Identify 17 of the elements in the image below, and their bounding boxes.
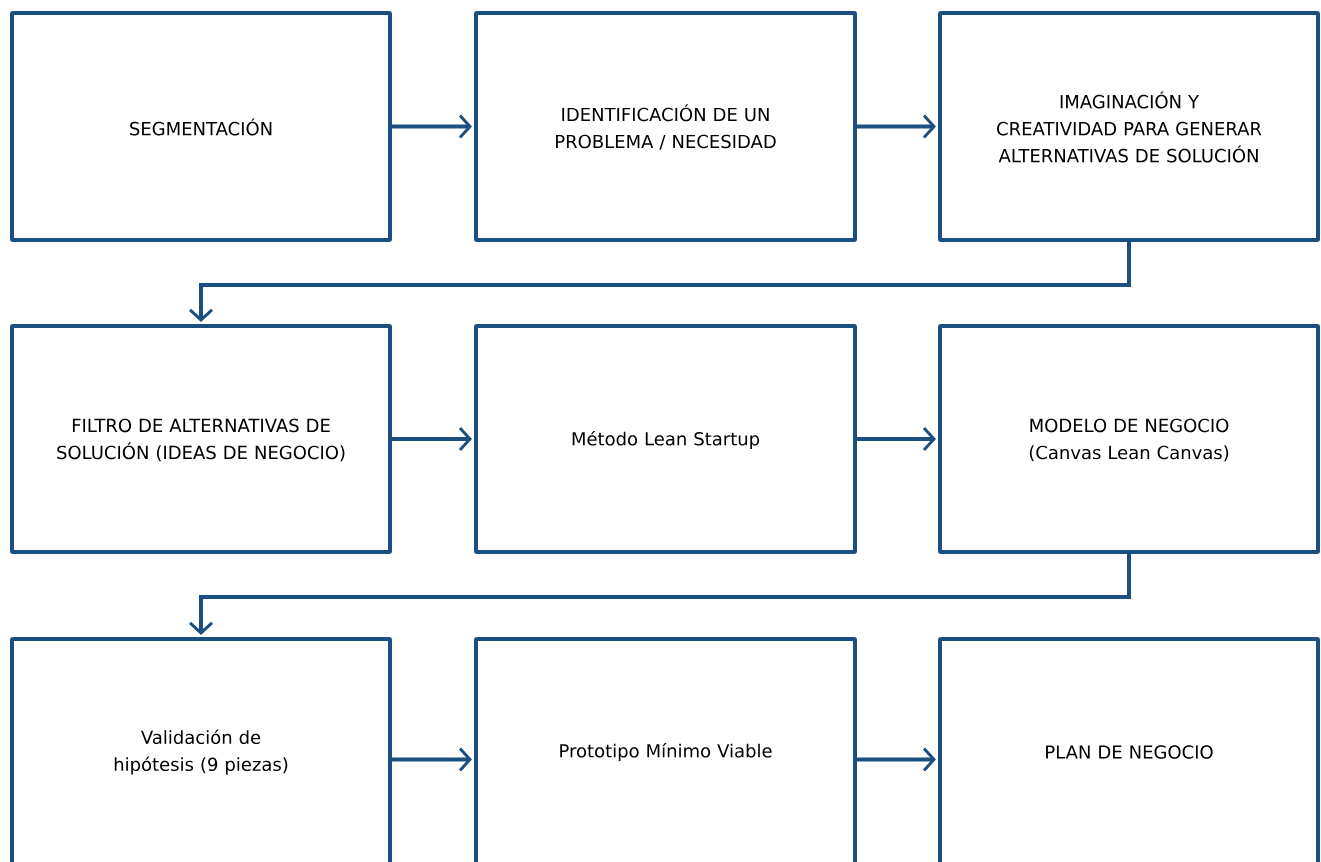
process-box: Método Lean Startup bbox=[474, 324, 857, 554]
process-box: IMAGINACIÓN Y CREATIVIDAD PARA GENERAR ALTERNATIVAS DE SOLUCIÓN bbox=[938, 11, 1320, 242]
arrow bbox=[392, 427, 472, 451]
process-box: Validación de hipótesis (9 piezas) bbox=[10, 637, 392, 862]
arrow bbox=[392, 114, 472, 139]
process-box: IDENTIFICACIÓN DE UN PROBLEMA / NECESIDAD bbox=[474, 11, 857, 242]
process-box: PLAN DE NEGOCIO bbox=[938, 637, 1320, 862]
process-box: SEGMENTACIÓN bbox=[10, 11, 392, 242]
arrow bbox=[857, 427, 936, 451]
arrow bbox=[857, 114, 936, 139]
process-box: MODELO DE NEGOCIO (Canvas Lean Canvas) bbox=[938, 324, 1320, 554]
arrow bbox=[189, 554, 1131, 635]
arrow bbox=[189, 242, 1131, 322]
process-box: Prototipo Mínimo Viable bbox=[474, 637, 857, 862]
arrow bbox=[857, 747, 936, 772]
process-box: FILTRO DE ALTERNATIVAS DE SOLUCIÓN (IDEAS DE NEGOCIO) bbox=[10, 324, 392, 554]
arrow bbox=[392, 747, 472, 772]
